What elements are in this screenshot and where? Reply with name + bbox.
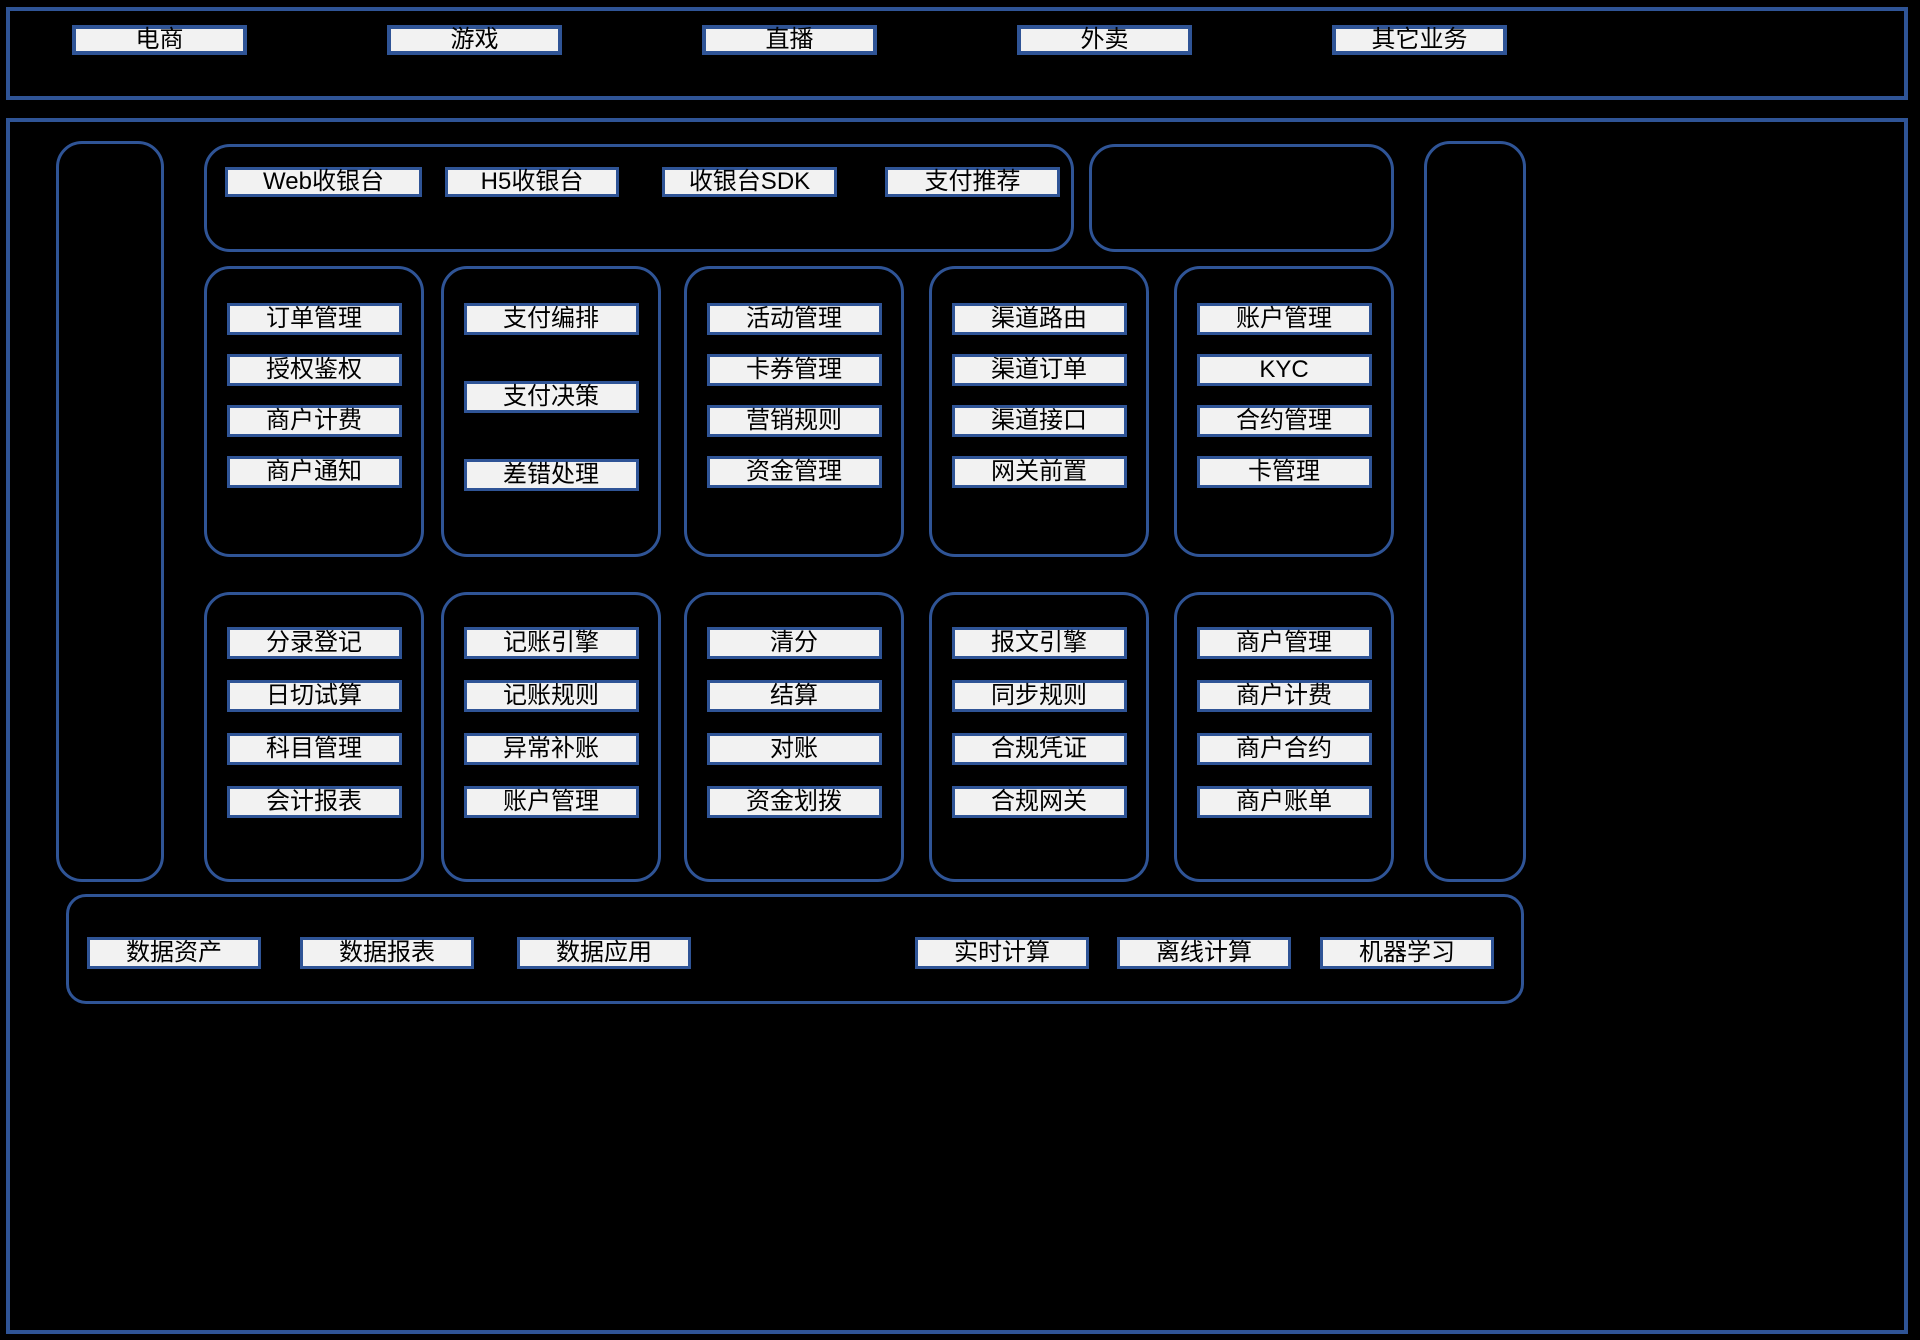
module-box: 活动管理 — [706, 303, 882, 335]
data-item-box: 数据报表 — [300, 937, 474, 969]
data-item-box: 离线计算 — [1117, 937, 1291, 969]
module-box: 支付决策 — [463, 381, 639, 413]
lower-group-bookkeeping: 记账引擎 记账规则 异常补账 账户管理 — [441, 592, 661, 882]
module-box: 合约管理 — [1196, 405, 1372, 437]
module-box: 差错处理 — [463, 459, 639, 491]
checkout-section: Web收银台 H5收银台 收银台SDK 支付推荐 — [204, 144, 1074, 252]
module-box: 会计报表 — [226, 786, 402, 818]
data-item-box: 机器学习 — [1320, 937, 1494, 969]
module-box: 账户管理 — [463, 786, 639, 818]
data-item-box: 数据应用 — [517, 937, 691, 969]
module-box: 对账 — [706, 733, 882, 765]
left-rail — [56, 141, 164, 882]
checkout-item-box: 收银台SDK — [662, 167, 837, 197]
module-box: 卡券管理 — [706, 354, 882, 386]
checkout-item-box: H5收银台 — [445, 167, 619, 197]
module-box: 分录登记 — [226, 627, 402, 659]
module-box: 结算 — [706, 680, 882, 712]
module-box: 渠道路由 — [951, 303, 1127, 335]
lower-group-accounting: 分录登记 日切试算 科目管理 会计报表 — [204, 592, 424, 882]
module-box: 合规凭证 — [951, 733, 1127, 765]
module-box: 渠道订单 — [951, 354, 1127, 386]
module-box: 商户合约 — [1196, 733, 1372, 765]
data-item-box: 数据资产 — [87, 937, 261, 969]
business-item-box: 其它业务 — [1332, 25, 1507, 55]
middle-group-trade: 订单管理 授权鉴权 商户计费 商户通知 — [204, 266, 424, 557]
business-item-box: 直播 — [702, 25, 877, 55]
module-box: 商户计费 — [1196, 680, 1372, 712]
module-box: 异常补账 — [463, 733, 639, 765]
module-box: 记账引擎 — [463, 627, 639, 659]
business-item-box: 外卖 — [1017, 25, 1192, 55]
middle-group-payment: 支付编排 支付决策 差错处理 — [441, 266, 661, 557]
module-box: 合规网关 — [951, 786, 1127, 818]
module-box: 卡管理 — [1196, 456, 1372, 488]
business-layer-band: 电商 游戏 直播 外卖 其它业务 — [6, 7, 1908, 100]
lower-group-compliance: 报文引擎 同步规则 合规凭证 合规网关 — [929, 592, 1149, 882]
lower-group-settlement: 清分 结算 对账 资金划拨 — [684, 592, 904, 882]
module-box: 账户管理 — [1196, 303, 1372, 335]
module-box: 清分 — [706, 627, 882, 659]
checkout-item-box: 支付推荐 — [885, 167, 1060, 197]
module-box: 科目管理 — [226, 733, 402, 765]
module-box: 渠道接口 — [951, 405, 1127, 437]
module-box: 记账规则 — [463, 680, 639, 712]
module-box: KYC — [1196, 354, 1372, 386]
module-box: 授权鉴权 — [226, 354, 402, 386]
module-box: 资金划拨 — [706, 786, 882, 818]
middle-group-channel: 渠道路由 渠道订单 渠道接口 网关前置 — [929, 266, 1149, 557]
checkout-item-box: Web收银台 — [225, 167, 422, 197]
platform-band: Web收银台 H5收银台 收银台SDK 支付推荐 订单管理 授权鉴权 商户计费 … — [6, 118, 1908, 1334]
module-box: 商户计费 — [226, 405, 402, 437]
right-rail — [1424, 141, 1526, 882]
business-item-box: 电商 — [72, 25, 247, 55]
module-box: 商户账单 — [1196, 786, 1372, 818]
module-box: 营销规则 — [706, 405, 882, 437]
module-box: 资金管理 — [706, 456, 882, 488]
module-box: 订单管理 — [226, 303, 402, 335]
data-platform-band: 数据资产 数据报表 数据应用 实时计算 离线计算 机器学习 — [66, 894, 1524, 1004]
module-box: 支付编排 — [463, 303, 639, 335]
module-box: 同步规则 — [951, 680, 1127, 712]
module-box: 报文引擎 — [951, 627, 1127, 659]
module-box: 日切试算 — [226, 680, 402, 712]
middle-group-account: 账户管理 KYC 合约管理 卡管理 — [1174, 266, 1394, 557]
module-box: 商户通知 — [226, 456, 402, 488]
business-item-box: 游戏 — [387, 25, 562, 55]
middle-group-marketing: 活动管理 卡券管理 营销规则 资金管理 — [684, 266, 904, 557]
module-box: 网关前置 — [951, 456, 1127, 488]
data-item-box: 实时计算 — [915, 937, 1089, 969]
lower-group-merchant: 商户管理 商户计费 商户合约 商户账单 — [1174, 592, 1394, 882]
reserved-section — [1089, 144, 1394, 252]
module-box: 商户管理 — [1196, 627, 1372, 659]
